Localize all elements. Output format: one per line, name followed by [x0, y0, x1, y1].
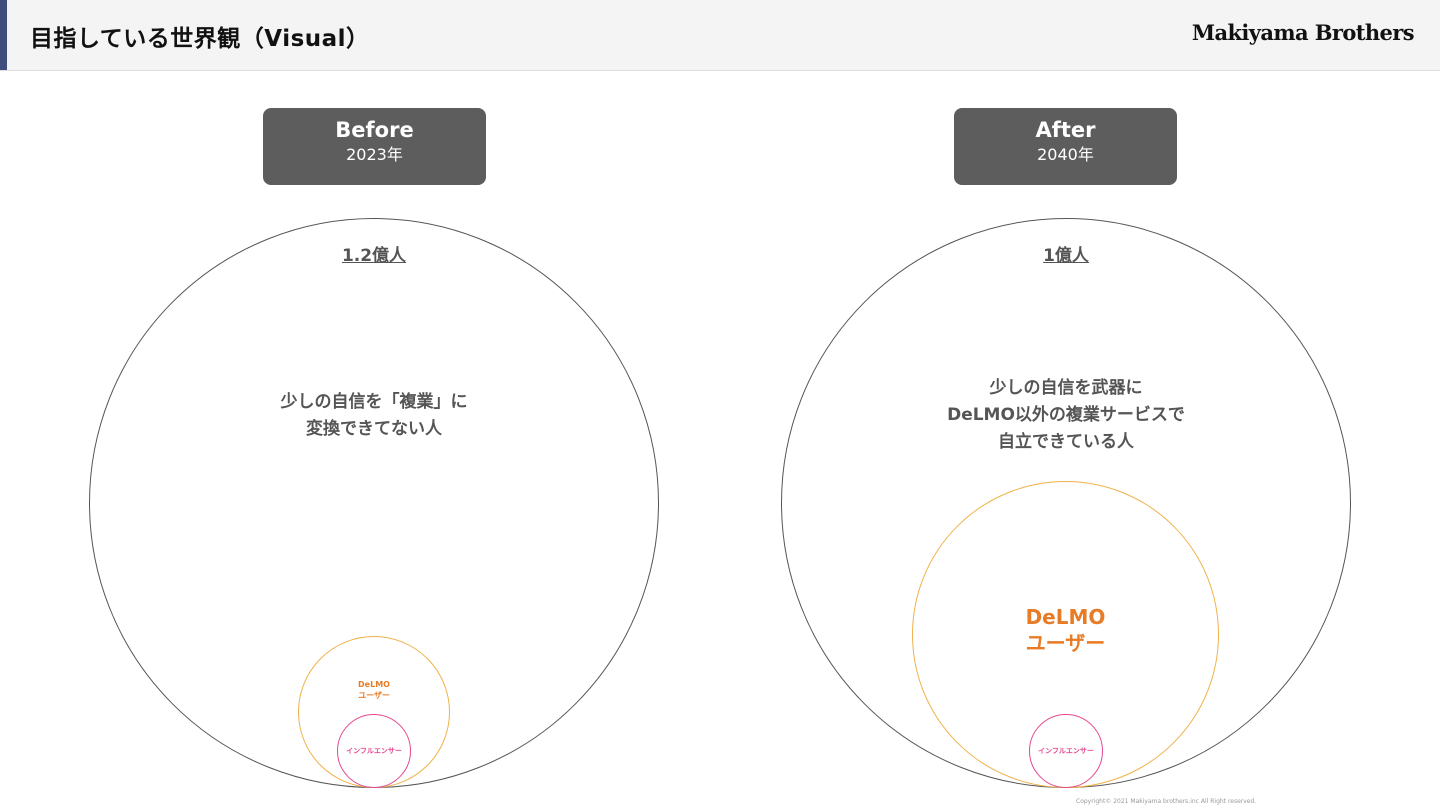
page-title: 目指している世界観（Visual） — [30, 26, 370, 52]
before-label-box: Before 2023年 — [263, 108, 486, 185]
before-influencer-circle: インフルエンサー — [337, 714, 411, 788]
after-influencer-circle: インフルエンサー — [1029, 714, 1103, 788]
before-population: 1.2億人 — [341, 246, 407, 266]
after-population: 1億人 — [1043, 246, 1089, 266]
before-year: 2023年 — [346, 145, 403, 164]
after-year: 2040年 — [1037, 145, 1094, 164]
copyright-footer: Copyright© 2021 Makiyama brothers.inc Al… — [1076, 798, 1257, 805]
header-bar: 目指している世界観（Visual） Makiyama Brothers — [0, 0, 1440, 71]
after-delmo-label: DeLMO ユーザー — [1025, 605, 1106, 655]
brand-logo: Makiyama Brothers — [1191, 20, 1415, 45]
before-description: 少しの自信を「複業」に 変換できてない人 — [280, 392, 468, 439]
after-description: 少しの自信を武器に DeLMO以外の複業サービスで 自立できている人 — [947, 378, 1185, 452]
before-influencer-label: インフルエンサー — [346, 747, 402, 755]
header-accent-bar — [0, 0, 7, 70]
before-label: Before — [335, 118, 414, 142]
after-influencer-label: インフルエンサー — [1038, 747, 1094, 755]
after-label: After — [1035, 118, 1096, 142]
before-delmo-label: DeLMO ユーザー — [358, 680, 390, 700]
after-label-box: After 2040年 — [954, 108, 1177, 185]
